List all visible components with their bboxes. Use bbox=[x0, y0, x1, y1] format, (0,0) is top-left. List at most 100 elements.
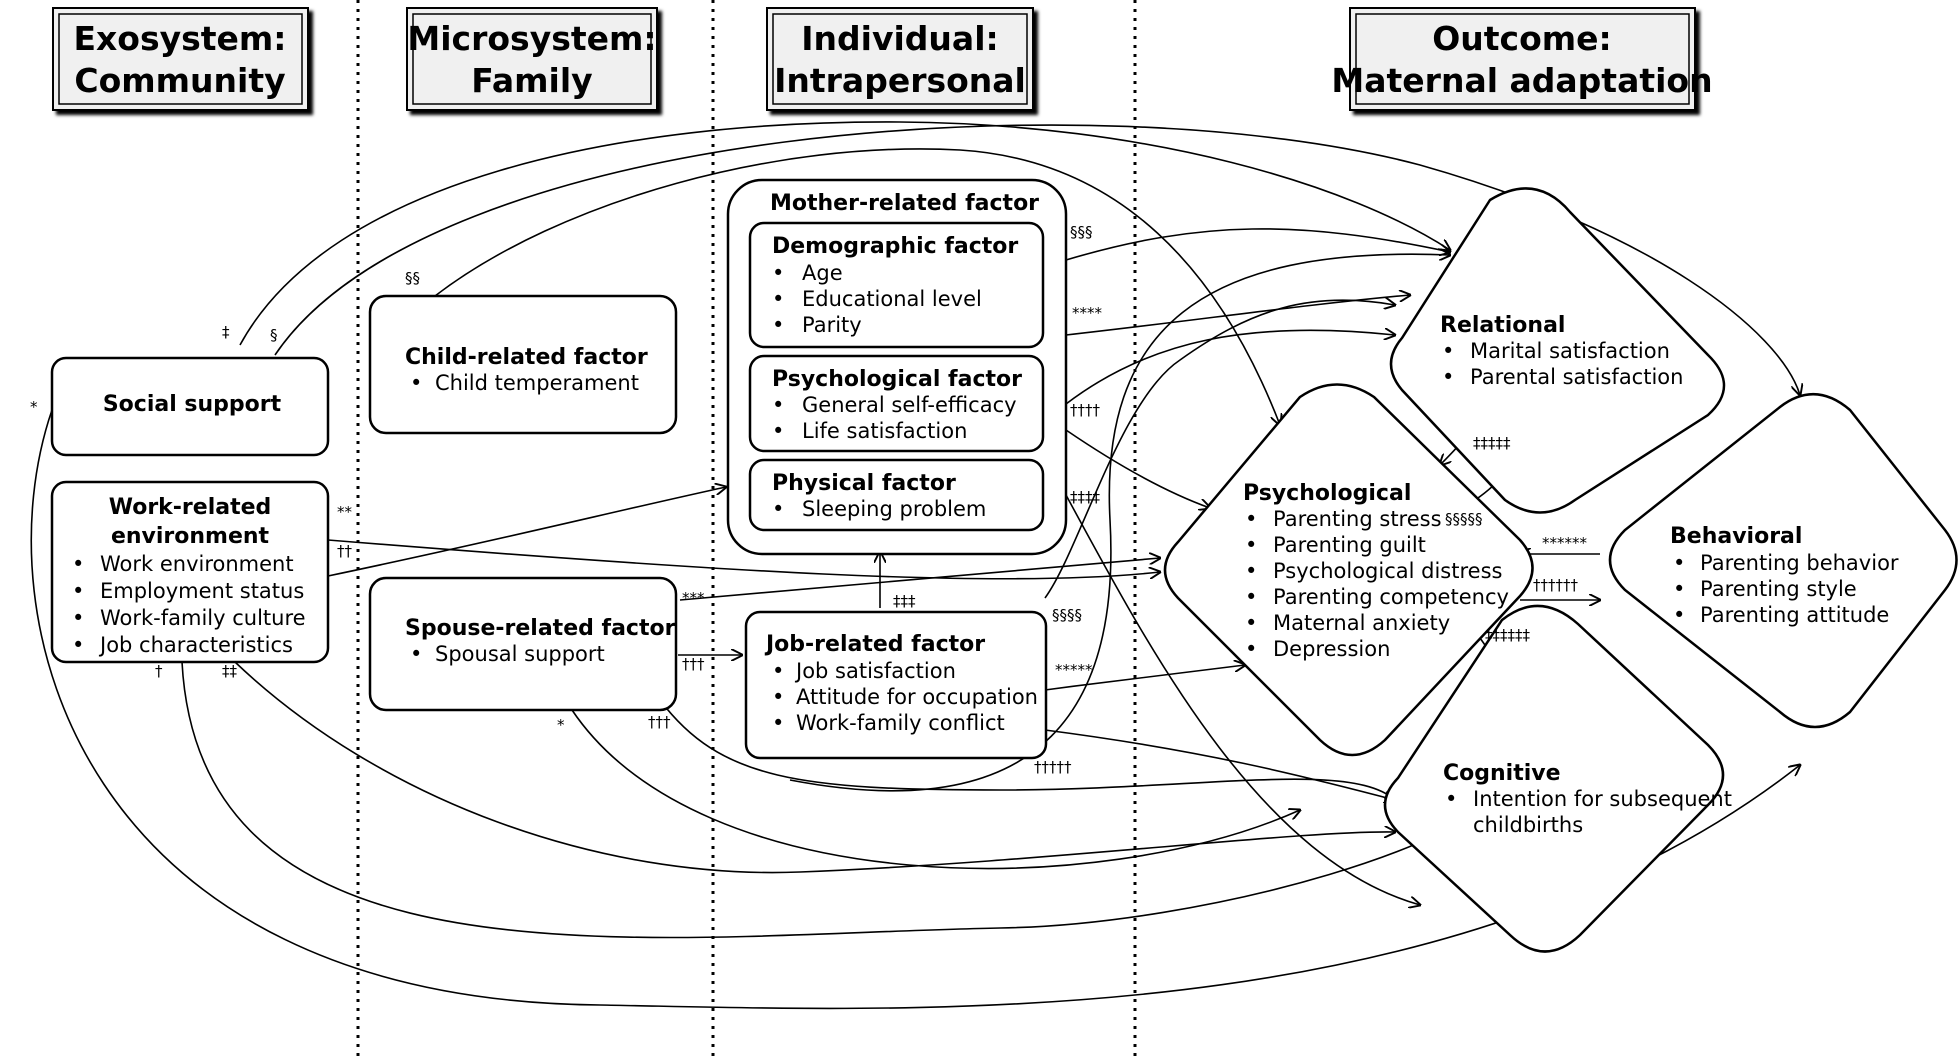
outcome-item: Parenting guilt bbox=[1273, 533, 1426, 557]
arrow-work-to-mother bbox=[327, 487, 726, 577]
svg-text:•: • bbox=[1673, 577, 1685, 601]
column-header-exosystem: Exosystem: Community bbox=[52, 7, 309, 111]
node-item: Job satisfaction bbox=[794, 659, 956, 683]
node-spouse-related-factor: Spouse-related factor • Spousal support bbox=[368, 576, 678, 712]
header-line1: Microsystem: bbox=[407, 19, 656, 58]
node-item: Child temperament bbox=[435, 371, 639, 395]
node-demographic-factor: Demographic factor • Age • Educational lev… bbox=[748, 221, 1045, 349]
arrow-work-to-relational-bottom bbox=[234, 661, 1395, 874]
node-title: Spouse-related factor bbox=[405, 616, 676, 641]
column-header-microsystem: Microsystem: Family bbox=[406, 7, 658, 111]
significance-marks: * ‡ § §§ ** †† † ‡‡ *** ††† ††† * §§§ **… bbox=[30, 223, 1588, 776]
outcome-item: Psychological distress bbox=[1273, 559, 1502, 583]
outcome-item: Parental satisfaction bbox=[1470, 365, 1683, 389]
node-child-related-factor: Child-related factor •Child temperament bbox=[368, 294, 678, 435]
mark: *** bbox=[682, 589, 705, 607]
svg-text:•: • bbox=[772, 313, 784, 337]
outcome-item: Parenting stress bbox=[1273, 507, 1442, 531]
svg-text:•: • bbox=[1245, 533, 1257, 557]
node-item: General self-efficacy bbox=[802, 393, 1017, 417]
arrow-social-to-relational bbox=[239, 121, 1450, 346]
mark: ‡‡‡‡ bbox=[1070, 488, 1101, 506]
mark: †††††† bbox=[1533, 576, 1579, 594]
mark: ††† bbox=[648, 713, 671, 731]
header-line1: Outcome: bbox=[1432, 19, 1612, 58]
outcome-title: Relational bbox=[1440, 313, 1565, 338]
svg-text:•: • bbox=[772, 711, 784, 735]
svg-text:•: • bbox=[72, 552, 84, 576]
svg-text:•: • bbox=[72, 579, 84, 603]
arrow-job-back-loop bbox=[789, 254, 1450, 792]
outcome-item: childbirths bbox=[1473, 813, 1583, 837]
mark: ‡‡‡ bbox=[893, 592, 916, 610]
arrow-psyfactor-to-relational bbox=[1065, 330, 1395, 405]
svg-text:•: • bbox=[72, 606, 84, 630]
node-title: Demographic factor bbox=[772, 234, 1018, 259]
outcome-title: Behavioral bbox=[1670, 524, 1802, 549]
mark: ‡‡ bbox=[222, 662, 238, 680]
mark: §§§ bbox=[1070, 223, 1093, 241]
outcome-item: Depression bbox=[1273, 637, 1390, 661]
header-line2: Family bbox=[471, 61, 592, 100]
arrow-spouse-to-psychological bbox=[679, 558, 1160, 601]
svg-text:•: • bbox=[772, 287, 784, 311]
svg-text:•: • bbox=[772, 497, 784, 521]
node-social-support: Social support bbox=[50, 356, 330, 457]
svg-text:•: • bbox=[410, 371, 422, 395]
node-physical-factor: Physical factor •Sleeping problem bbox=[748, 458, 1045, 532]
mark: ‡ bbox=[222, 323, 230, 341]
arrow-spouse-to-cognitive bbox=[659, 699, 1395, 800]
mark: §§§§§ bbox=[1445, 510, 1483, 528]
arrow-child-to-psychological bbox=[434, 148, 1280, 425]
node-item: Employment status bbox=[100, 579, 304, 603]
node-work-related-environment: Work-related environment •Work environme… bbox=[50, 480, 330, 664]
arrows bbox=[30, 121, 1800, 1010]
outcome-title: Cognitive bbox=[1443, 761, 1561, 786]
mark: **** bbox=[1072, 304, 1103, 322]
arrow-social-to-cognitive bbox=[30, 409, 1800, 1010]
svg-text:•: • bbox=[1245, 507, 1257, 531]
node-title: Physical factor bbox=[772, 471, 956, 496]
node-title: Psychological factor bbox=[772, 367, 1022, 392]
mark: ††† bbox=[682, 655, 705, 673]
outcome-relational: Relational •Marital satisfaction •Parent… bbox=[1389, 187, 1726, 514]
node-item: Work environment bbox=[100, 552, 294, 576]
mark: * bbox=[30, 398, 38, 416]
svg-text:•: • bbox=[1445, 787, 1457, 811]
svg-text:•: • bbox=[410, 642, 422, 666]
svg-text:•: • bbox=[772, 419, 784, 443]
node-item: Work-family culture bbox=[100, 606, 306, 630]
svg-text:•: • bbox=[1245, 559, 1257, 583]
node-item: Age bbox=[802, 261, 843, 285]
header-line2: Intrapersonal bbox=[774, 61, 1026, 100]
column-header-outcome: Outcome: Maternal adaptation bbox=[1331, 7, 1713, 111]
arrow-job-to-cognitive bbox=[1044, 729, 1395, 800]
outcome-item: Maternal anxiety bbox=[1273, 611, 1450, 635]
svg-text:•: • bbox=[1245, 637, 1257, 661]
outcome-item: Parenting attitude bbox=[1700, 603, 1889, 627]
svg-text:•: • bbox=[1673, 603, 1685, 627]
node-item: Spousal support bbox=[435, 642, 605, 666]
svg-text:•: • bbox=[772, 659, 784, 683]
mark: ****** bbox=[1542, 534, 1588, 552]
header-line1: Individual: bbox=[801, 19, 998, 58]
svg-text:•: • bbox=[1245, 585, 1257, 609]
node-title: Mother-related factor bbox=[770, 191, 1039, 216]
mark: ***** bbox=[1055, 661, 1093, 679]
svg-text:•: • bbox=[772, 393, 784, 417]
outcome-title: Psychological bbox=[1243, 481, 1411, 506]
arrow-psyfactor-to-psychological bbox=[1065, 429, 1210, 508]
outcome-behavioral: Behavioral •Parenting behavior •Parentin… bbox=[1608, 393, 1958, 729]
node-item: Educational level bbox=[802, 287, 982, 311]
node-title: Job-related factor bbox=[764, 632, 985, 657]
mark: § bbox=[270, 326, 278, 344]
arrow-job-to-relational bbox=[1044, 300, 1395, 599]
mark: ** bbox=[337, 503, 353, 521]
node-title-line1: Work-related bbox=[109, 495, 272, 520]
node-item: Attitude for occupation bbox=[796, 685, 1038, 709]
mark: §§§§ bbox=[1052, 606, 1082, 624]
arrow-work-to-psychological bbox=[327, 539, 1160, 580]
header-line2: Maternal adaptation bbox=[1331, 61, 1712, 100]
mark: §§ bbox=[405, 269, 420, 287]
